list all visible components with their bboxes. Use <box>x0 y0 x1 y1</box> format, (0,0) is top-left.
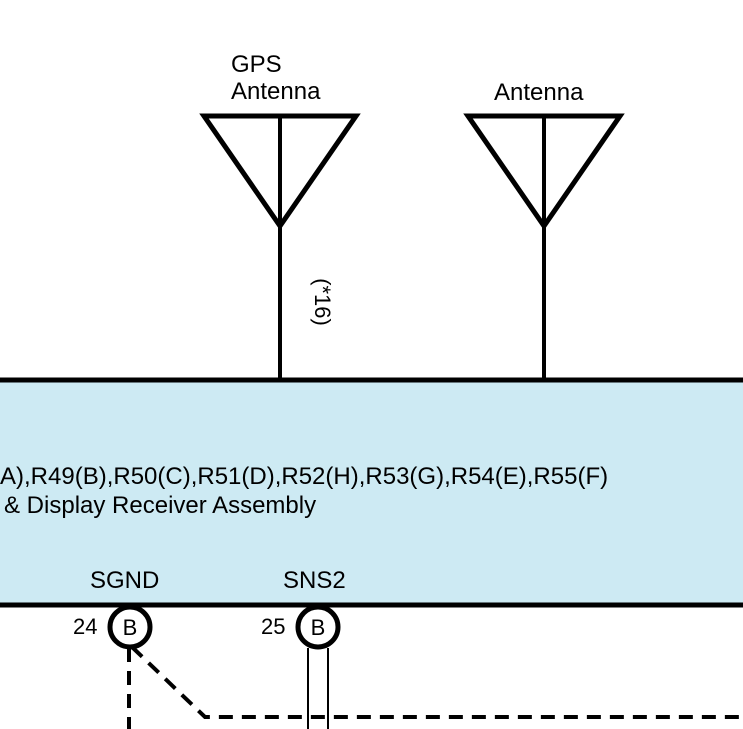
component-name: & Display Receiver Assembly <box>4 492 316 519</box>
receiver-assembly-box <box>0 380 743 605</box>
gps-wire-note: (*16) <box>310 278 335 326</box>
terminal-25-connector: B <box>295 604 341 650</box>
signal-wire-pair <box>307 648 329 729</box>
terminal-24-connector-letter: B <box>123 615 138 640</box>
terminal-25-connector-letter: B <box>311 615 326 640</box>
shield-wire-dashed <box>127 645 743 729</box>
gps-antenna-icon <box>199 113 361 380</box>
connector-list: A),R49(B),R50(C),R51(D),R52(H),R53(G),R5… <box>0 463 608 490</box>
terminal-name-sgnd: SGND <box>90 567 159 594</box>
terminal-24-connector: B <box>107 604 153 650</box>
terminal-25-pin: 25 <box>261 614 285 639</box>
terminal-name-sns2: SNS2 <box>283 567 346 594</box>
gps-antenna-label-line1: GPS <box>231 51 282 78</box>
terminal-24-pin: 24 <box>73 614 97 639</box>
antenna-label: Antenna <box>494 79 584 106</box>
antenna-icon <box>463 113 625 380</box>
gps-antenna-label-line2: Antenna <box>231 78 321 105</box>
